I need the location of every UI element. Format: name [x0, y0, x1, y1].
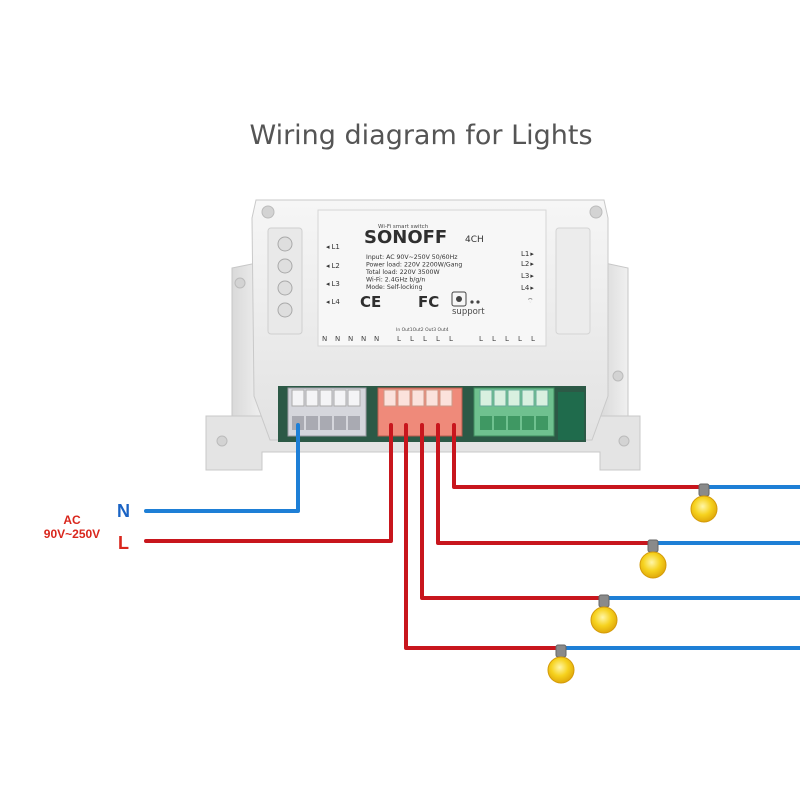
spec-line: Wi-Fi: 2.4GHz b/g/n — [366, 277, 425, 284]
channel-button-4[interactable] — [277, 302, 293, 318]
neutral-terminal-block — [287, 387, 367, 437]
live-output-wire-2 — [436, 423, 653, 545]
right-channel-label: L3▸ — [521, 272, 534, 280]
left-channel-label: ◂L2 — [326, 262, 340, 270]
pcb-board — [558, 392, 584, 440]
terminal-label: L — [397, 335, 401, 343]
terminal-label: L — [518, 335, 522, 343]
support-icon — [451, 291, 467, 307]
channel-button-3[interactable] — [277, 280, 293, 296]
spec-line: Mode: Self-locking — [366, 284, 423, 291]
light-bulb-icon — [547, 644, 575, 684]
left-channel-labels: ◂L1 ◂L2 ◂L3 ◂L4 — [326, 243, 340, 306]
right-channel-labels: L1▸ L2▸ L3▸ L4▸ ⌔ — [521, 250, 534, 305]
device-brand: SONOFF — [364, 227, 447, 248]
left-channel-label: ◂L1 — [326, 243, 340, 251]
left-channel-label: ◂L3 — [326, 280, 340, 288]
terminal-label: L — [423, 335, 427, 343]
screw-hole-flange-left — [216, 435, 228, 447]
live-terminal-caption: In Out1Out2 Out3 Out4 — [396, 327, 449, 333]
load-terminal-labels: L L L L L — [479, 335, 535, 343]
right-channel-label: L1▸ — [521, 250, 534, 258]
light-bulb-icon — [590, 594, 618, 634]
channel-buttons — [277, 236, 293, 318]
ce-mark: CE — [360, 293, 381, 311]
wires — [144, 423, 800, 650]
support-dot-icon — [476, 300, 480, 304]
live-terminal-labels: L L L L L — [397, 335, 453, 343]
screw-hole-bottom-left — [234, 277, 246, 289]
channel-button-2[interactable] — [277, 258, 293, 274]
live-output-wire-1 — [452, 423, 704, 489]
neutral-terminal-labels: N N N N N — [322, 335, 379, 343]
terminal-label: N — [361, 335, 366, 343]
live-letter: L — [118, 533, 129, 553]
support-text: support — [452, 307, 485, 317]
terminal-label: L — [410, 335, 414, 343]
lamps — [547, 483, 718, 684]
device-specs: Input: AC 90V~250V 50/60Hz Power load: 2… — [365, 254, 462, 291]
diagram-title: Wiring diagram for Lights — [249, 120, 592, 151]
neutral-letter: N — [117, 501, 130, 521]
device-model: 4CH — [465, 235, 484, 245]
label-panel — [317, 209, 547, 347]
screw-hole-top-left — [261, 205, 275, 219]
terminal-label: N — [322, 335, 327, 343]
live-output-wire-4 — [404, 423, 561, 650]
wifi-icon: ⌔ — [527, 297, 534, 305]
support-dot-icon — [456, 296, 462, 302]
right-channel-label: L2▸ — [521, 260, 534, 268]
voltage-label: 90V~250V — [44, 527, 100, 541]
terminal-label: N — [348, 335, 353, 343]
live-supply-wire — [144, 423, 393, 543]
light-bulb-icon — [690, 483, 718, 523]
support-dot-icon — [470, 300, 474, 304]
terminal-label: N — [335, 335, 340, 343]
screw-hole-flange-right — [618, 435, 630, 447]
screw-hole-top-right — [589, 205, 603, 219]
support-badge: support — [451, 291, 485, 317]
terminal-label: L — [492, 335, 496, 343]
live-output-wire-3 — [420, 423, 604, 600]
light-bulb-icon — [639, 539, 667, 579]
terminal-label: L — [436, 335, 440, 343]
channel-button-1[interactable] — [277, 236, 293, 252]
spec-line: Input: AC 90V~250V 50/60Hz — [366, 254, 458, 261]
terminal-label: L — [449, 335, 453, 343]
supply-labels: AC 90V~250V N L — [44, 501, 130, 553]
right-strip — [555, 227, 591, 335]
fcc-mark: FC — [418, 293, 439, 311]
ac-label: AC — [63, 513, 81, 527]
terminal-label: L — [531, 335, 535, 343]
screw-hole-bottom-right — [612, 370, 624, 382]
terminal-label: N — [374, 335, 379, 343]
terminal-label: L — [479, 335, 483, 343]
right-channel-label: L4▸ — [521, 284, 534, 292]
spec-line: Power load: 220V 2200W/Gang — [366, 262, 462, 269]
device-tagline: Wi-Fi smart switch — [378, 224, 429, 230]
spec-line: Total load: 220V 3500W — [365, 269, 440, 276]
left-channel-label: ◂L4 — [326, 298, 340, 306]
neutral-supply-wire — [144, 423, 300, 513]
load-terminal-block — [473, 387, 555, 437]
terminal-label: L — [505, 335, 509, 343]
